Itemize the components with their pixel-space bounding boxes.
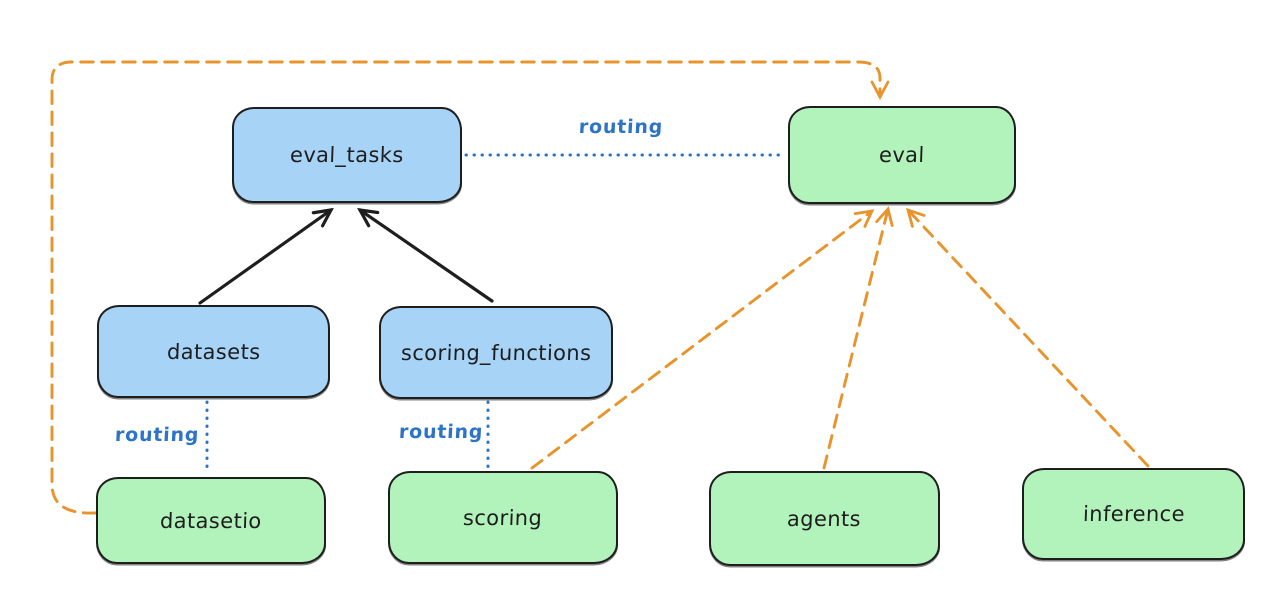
node-scoring-functions-label: scoring_functions: [400, 340, 592, 365]
edge-label-routing-datasets-datasetio: routing: [114, 424, 200, 446]
node-scoring-functions[interactable]: scoring_functions: [379, 306, 613, 399]
node-scoring[interactable]: scoring: [388, 471, 618, 564]
edge-label-routing-eval-tasks-eval: routing: [578, 116, 664, 138]
node-agents[interactable]: agents: [709, 471, 940, 566]
edge-inference-to-eval: [905, 207, 1150, 468]
node-eval-tasks[interactable]: eval_tasks: [232, 107, 462, 203]
edge-scoring-functions-to-eval-tasks: [357, 207, 494, 303]
node-datasetio[interactable]: datasetio: [96, 477, 326, 564]
node-datasets-label: datasets: [166, 339, 261, 364]
edge-agents-to-eval: [822, 206, 894, 470]
node-datasets[interactable]: datasets: [97, 305, 330, 398]
edge-datasets-to-eval-tasks: [198, 207, 334, 305]
node-eval-label: eval: [878, 143, 926, 167]
edge-label-routing-scoring-functions-scoring: routing: [398, 421, 484, 443]
node-agents-label: agents: [787, 506, 862, 531]
node-inference-label: inference: [1082, 502, 1185, 526]
node-scoring-label: scoring: [462, 505, 544, 530]
node-eval-tasks-label: eval_tasks: [289, 143, 405, 167]
node-inference[interactable]: inference: [1022, 468, 1245, 560]
node-eval[interactable]: eval: [788, 106, 1016, 204]
node-datasetio-label: datasetio: [159, 508, 263, 533]
